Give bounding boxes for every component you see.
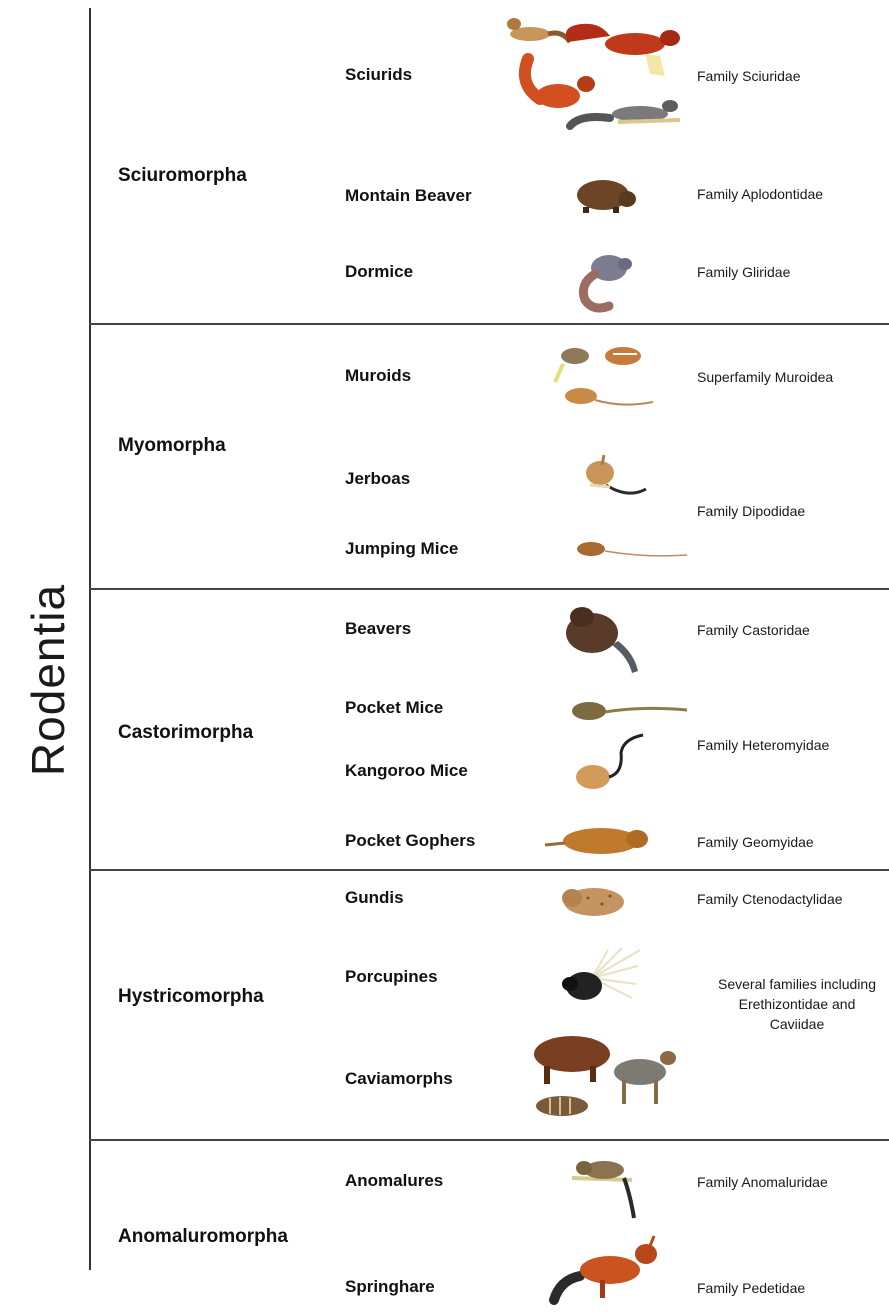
porcupine-illustration [562, 948, 642, 1008]
group-anomalures: Anomalures [345, 1171, 443, 1191]
anomalure-illustration [570, 1160, 648, 1222]
section-divider [89, 588, 889, 590]
mountain-beaver-illustration [573, 175, 637, 215]
pocket-mouse-illustration [571, 698, 689, 724]
group-gundis: Gundis [345, 888, 404, 908]
family-pedetidae: Family Pedetidae [697, 1280, 805, 1296]
caviamorphs-illustration [530, 1030, 678, 1126]
family-anomaluridae: Family Anomaluridae [697, 1174, 828, 1190]
group-caviamorphs: Caviamorphs [345, 1069, 453, 1089]
dormouse-illustration [575, 250, 635, 312]
section-divider [89, 323, 889, 325]
group-muroids: Muroids [345, 366, 411, 386]
section-divider [89, 1139, 889, 1141]
springhare-illustration [550, 1236, 662, 1302]
group-pocket-mice: Pocket Mice [345, 698, 443, 718]
group-kangaroo-mice: Kangoroo Mice [345, 761, 468, 781]
suborder-castorimorpha: Castorimorpha [118, 722, 253, 744]
jerboa-illustration [580, 455, 652, 503]
family-heteromyidae: Family Heteromyidae [697, 737, 829, 753]
family-gliridae: Family Gliridae [697, 264, 790, 280]
suborder-myomorpha: Myomorpha [118, 435, 226, 457]
gundi-illustration [558, 884, 636, 918]
group-pocket-gophers: Pocket Gophers [345, 831, 475, 851]
section-divider [89, 869, 889, 871]
family-dipodidae: Family Dipodidae [697, 503, 805, 519]
family-ctenodactylidae: Family Ctenodactylidae [697, 891, 843, 907]
group-jerboas: Jerboas [345, 469, 410, 489]
sciurids-illustration [500, 14, 690, 139]
group-springhare: Springhare [345, 1277, 435, 1297]
family-sciuridae: Family Sciuridae [697, 68, 800, 84]
group-mountain-beaver: Montain Beaver [345, 186, 472, 206]
muroids-illustration [553, 342, 658, 412]
family-muroidea: Superfamily Muroidea [697, 369, 833, 385]
kangaroo-mouse-illustration [573, 733, 649, 793]
suborder-sciuromorpha: Sciuromorpha [118, 165, 247, 187]
family-castoridae: Family Castoridae [697, 622, 810, 638]
suborder-hystricomorpha: Hystricomorpha [118, 986, 264, 1008]
diagram-title: Rodentia [21, 584, 75, 776]
group-beavers: Beavers [345, 619, 411, 639]
suborder-anomaluromorpha: Anomaluromorpha [118, 1226, 288, 1248]
group-porcupines: Porcupines [345, 967, 438, 987]
family-aplodontidae: Family Aplodontidae [697, 186, 823, 202]
group-dormice: Dormice [345, 262, 413, 282]
pocket-gopher-illustration [543, 825, 651, 857]
group-jumping-mice: Jumping Mice [345, 539, 458, 559]
beaver-illustration [560, 605, 642, 675]
vertical-divider [89, 8, 91, 1270]
group-sciurids: Sciurids [345, 65, 412, 85]
family-several-families: Several families including Erethizontida… [712, 974, 882, 1034]
family-geomyidae: Family Geomyidae [697, 834, 814, 850]
jumping-mouse-illustration [575, 538, 690, 560]
